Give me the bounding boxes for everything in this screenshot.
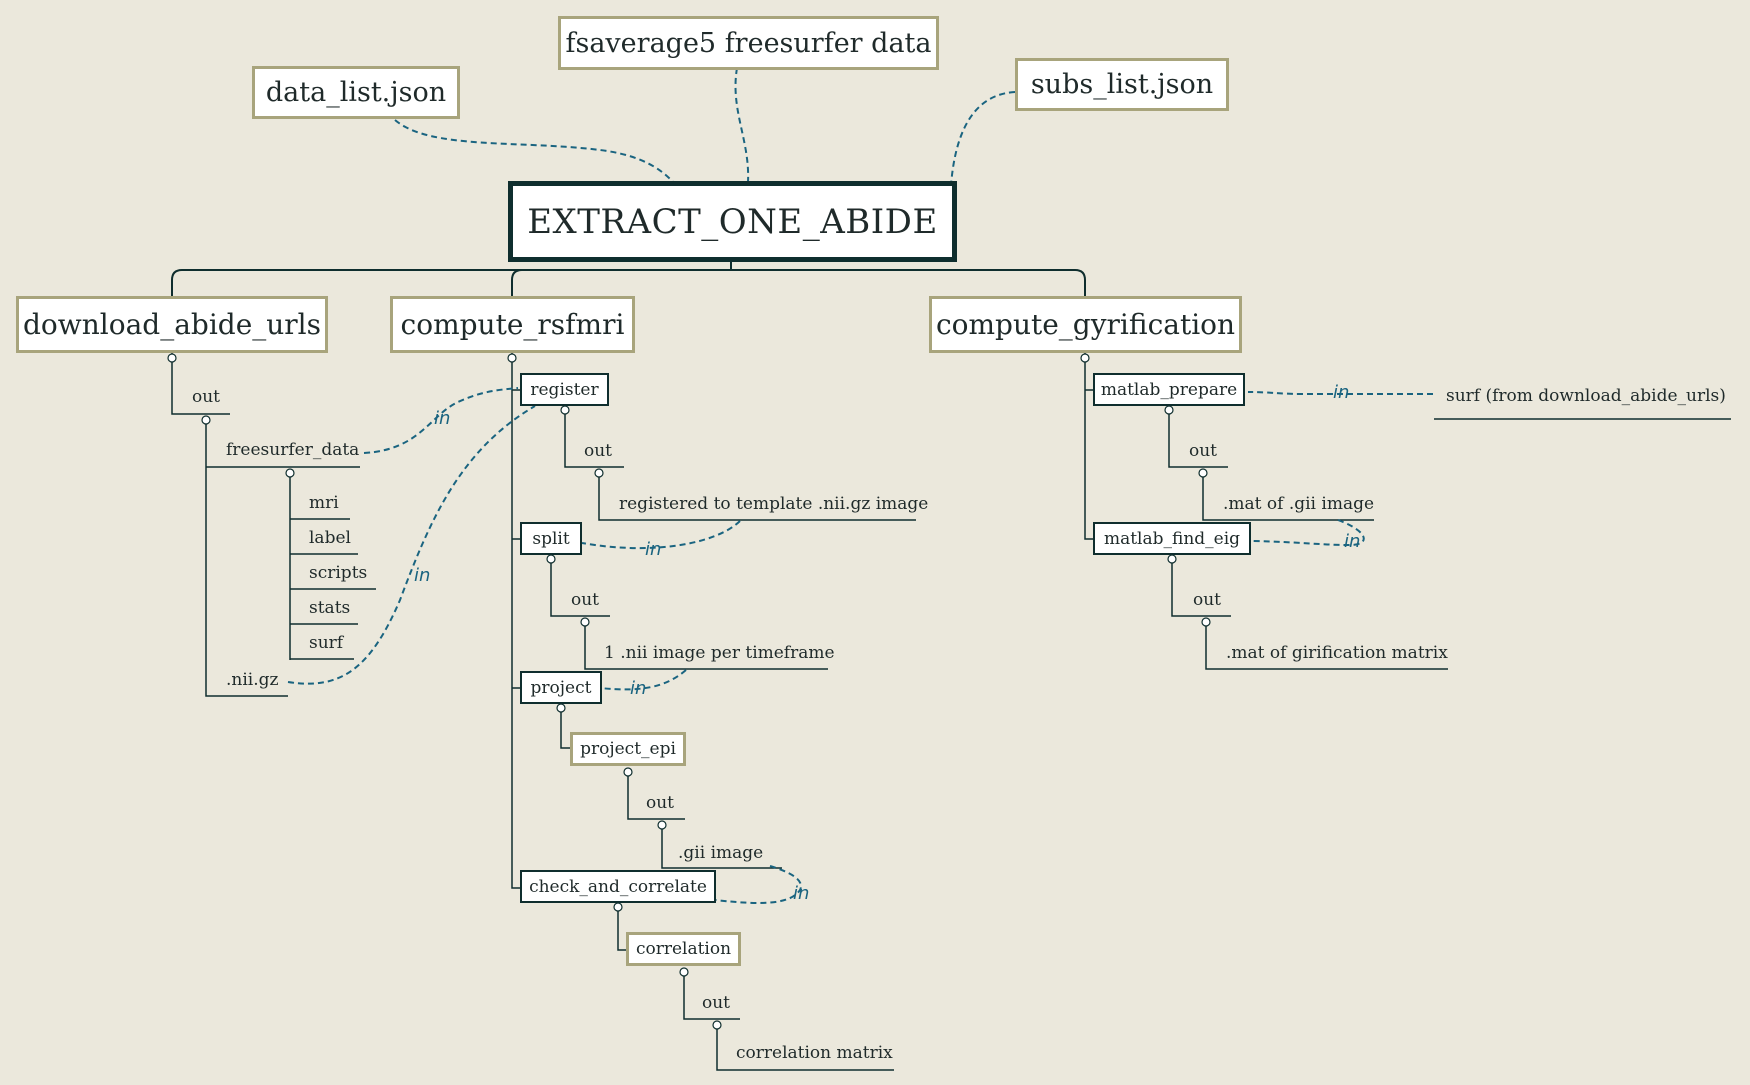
edge-in-label: in <box>793 883 810 904</box>
register-node: register <box>520 373 609 406</box>
stats-label: stats <box>309 598 351 618</box>
scripts-label: scripts <box>309 563 368 583</box>
fsaverage-input: fsaverage5 freesurfer data <box>558 16 939 70</box>
project-epi-node: project_epi <box>570 732 686 766</box>
download-out-label: out <box>192 387 221 407</box>
split-output-label: 1 .nii image per timeframe <box>604 643 835 663</box>
subs-list-input: subs_list.json <box>1015 58 1229 111</box>
edge-in-label: in <box>434 408 451 429</box>
label-label: label <box>309 528 351 548</box>
edge-in-label: in <box>414 565 431 586</box>
download-abide-urls-node: download_abide_urls <box>16 296 328 353</box>
prepare-out-label: out <box>1189 441 1218 461</box>
niigz-label: .nii.gz <box>226 670 279 690</box>
mri-label: mri <box>309 493 339 513</box>
data-list-input: data_list.json <box>252 66 460 119</box>
project-out-label: out <box>646 793 675 813</box>
correlation-output-label: correlation matrix <box>736 1043 893 1063</box>
surf-source-label: surf (from download_abide_urls) <box>1446 386 1726 406</box>
split-node: split <box>520 522 582 555</box>
matlab-prepare-node: matlab_prepare <box>1093 373 1245 406</box>
edge-in-label: in <box>645 539 662 560</box>
register-output-label: registered to template .nii.gz image <box>619 494 929 514</box>
compute-rsfmri-node: compute_rsfmri <box>390 296 635 353</box>
check-and-correlate-node: check_and_correlate <box>520 870 716 903</box>
compute-gyrification-node: compute_gyrification <box>929 296 1242 353</box>
surf-label: surf <box>309 633 344 653</box>
root-node: EXTRACT_ONE_ABIDE <box>508 181 957 262</box>
project-output-label: .gii image <box>678 843 764 863</box>
correlation-node: correlation <box>626 932 741 966</box>
edge-in-label: in <box>1344 531 1361 552</box>
prepare-output-label: .mat of .gii image <box>1223 494 1375 514</box>
edge-in-label: in <box>1333 382 1350 403</box>
register-out-label: out <box>584 441 613 461</box>
matlab-find-eig-node: matlab_find_eig <box>1093 522 1251 555</box>
eig-out-label: out <box>1193 590 1222 610</box>
freesurfer-data-label: freesurfer_data <box>226 440 360 460</box>
correlation-out-label: out <box>702 993 731 1013</box>
eig-output-label: .mat of girification matrix <box>1226 643 1448 663</box>
project-node: project <box>520 671 602 704</box>
edge-in-label: in <box>630 678 647 699</box>
split-out-label: out <box>571 590 600 610</box>
